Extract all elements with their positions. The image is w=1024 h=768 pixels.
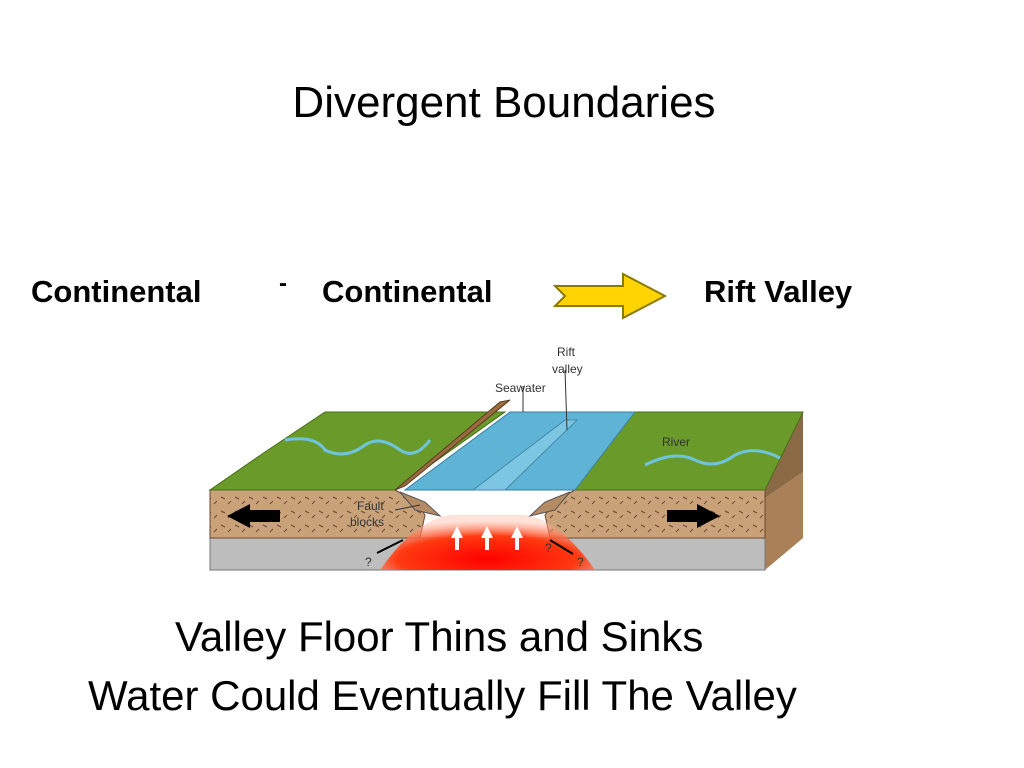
rift-valley-diagram: Rift valley Seawater River Fault blocks … <box>208 345 804 571</box>
diagram-label-rift-line2: valley <box>552 362 583 376</box>
river-left <box>284 437 432 456</box>
diagram-label-rift-line1: Rift <box>557 345 576 359</box>
magma-up-arrow-icon <box>451 526 523 550</box>
label-dash: - <box>279 270 287 297</box>
seawater <box>403 411 637 491</box>
caption-line-2: Water Could Eventually Fill The Valley <box>88 672 797 719</box>
diagram-label-fault-line1: Fault <box>357 499 384 513</box>
river-right <box>644 449 781 467</box>
diagram-label-question-right-2: ? <box>577 555 584 569</box>
slide-title: Divergent Boundaries <box>292 78 716 127</box>
right-push-arrow-icon <box>667 504 720 528</box>
diagram-label-fault-line2: blocks <box>350 515 384 529</box>
label-rift-valley: Rift Valley <box>704 274 853 309</box>
diagram-label-seawater: Seawater <box>495 381 546 395</box>
diagram-label-river: River <box>662 435 690 449</box>
label-continental-middle: Continental <box>322 274 493 309</box>
diagram-label-question-right: ? <box>545 541 552 555</box>
caption-line-1: Valley Floor Thins and Sinks <box>175 613 704 660</box>
right-arrow-icon <box>553 272 668 320</box>
diagram-label-question-left: ? <box>365 555 372 569</box>
left-push-arrow-icon <box>227 504 280 528</box>
label-continental-left: Continental <box>31 274 202 309</box>
